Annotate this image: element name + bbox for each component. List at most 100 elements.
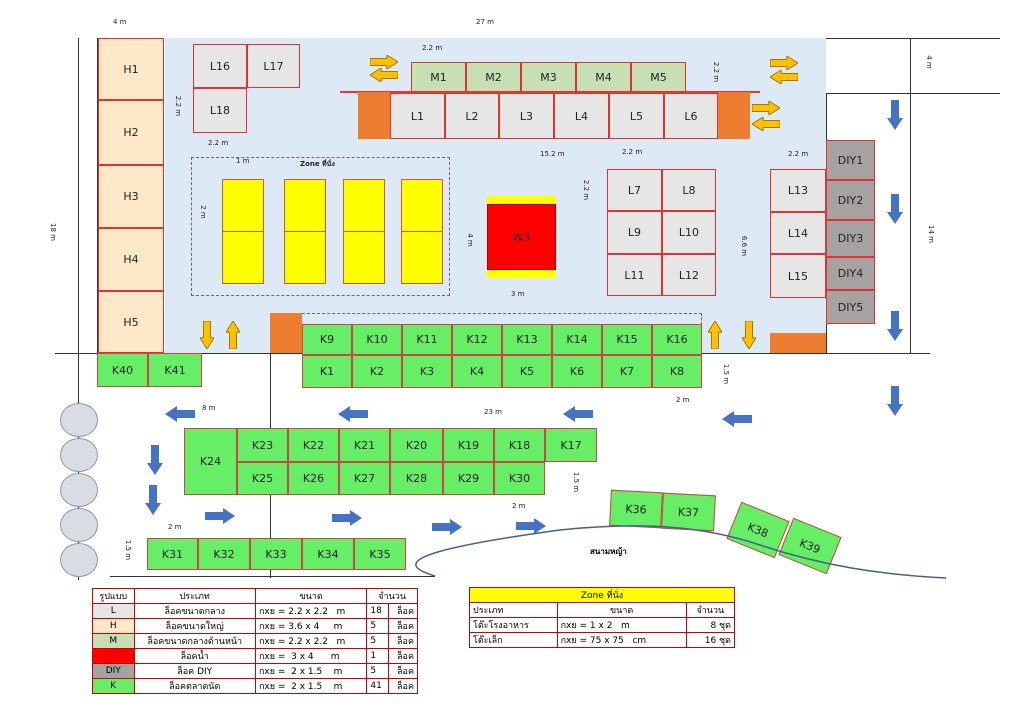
stall-k27[interactable]: K27 bbox=[339, 462, 390, 495]
round-table bbox=[60, 438, 98, 472]
stall-l14[interactable]: L14 bbox=[770, 212, 826, 254]
dimension-label: 1 m bbox=[236, 157, 250, 165]
stall-diy1[interactable]: DIY1 bbox=[826, 140, 875, 180]
stall-k1[interactable]: K1 bbox=[302, 355, 352, 388]
stall-k23[interactable]: K23 bbox=[237, 428, 288, 462]
stall-k16[interactable]: K16 bbox=[652, 324, 702, 355]
stall-h5[interactable]: H5 bbox=[98, 291, 164, 353]
stall-w3[interactable]: W3 bbox=[487, 204, 556, 270]
stall-m1[interactable]: M1 bbox=[411, 62, 466, 92]
stall-l1[interactable]: L1 bbox=[390, 93, 445, 139]
dimension-label: 2.2 m bbox=[422, 44, 443, 52]
stall-k9[interactable]: K9 bbox=[302, 324, 352, 355]
boundary-line bbox=[910, 38, 911, 353]
stall-m5[interactable]: M5 bbox=[631, 62, 686, 92]
zone-table-header: ขนาด bbox=[556, 602, 687, 618]
stall-k26[interactable]: K26 bbox=[288, 462, 339, 495]
stall-h3[interactable]: H3 bbox=[98, 165, 164, 228]
stall-k34[interactable]: K34 bbox=[302, 538, 354, 570]
pillar-block bbox=[718, 92, 750, 139]
stall-h1[interactable]: H1 bbox=[98, 38, 164, 100]
stall-m3[interactable]: M3 bbox=[521, 62, 576, 92]
stall-k20[interactable]: K20 bbox=[390, 428, 443, 462]
stall-l8[interactable]: L8 bbox=[662, 169, 716, 211]
stall-k12[interactable]: K12 bbox=[452, 324, 502, 355]
stall-l2[interactable]: L2 bbox=[445, 93, 499, 139]
stall-l3[interactable]: L3 bbox=[499, 93, 554, 139]
blue-arrow-down-icon bbox=[887, 311, 903, 341]
boundary-line bbox=[78, 38, 79, 580]
stall-l16[interactable]: L16 bbox=[193, 44, 247, 88]
stall-k2[interactable]: K2 bbox=[352, 355, 402, 388]
stall-k8[interactable]: K8 bbox=[652, 355, 702, 388]
stall-k40[interactable]: K40 bbox=[97, 353, 148, 387]
stall-diy3[interactable]: DIY3 bbox=[826, 220, 875, 257]
stall-l11[interactable]: L11 bbox=[607, 254, 662, 296]
stall-diy4[interactable]: DIY4 bbox=[826, 257, 875, 290]
seating-table bbox=[343, 231, 385, 284]
dimension-label: 2 m bbox=[676, 396, 690, 404]
stall-k6[interactable]: K6 bbox=[552, 355, 602, 388]
seating-table bbox=[401, 231, 443, 284]
seating-table bbox=[343, 179, 385, 232]
stall-l12[interactable]: L12 bbox=[662, 254, 716, 296]
stall-k31[interactable]: K31 bbox=[147, 538, 198, 570]
stall-l9[interactable]: L9 bbox=[607, 211, 662, 254]
stall-k21[interactable]: K21 bbox=[339, 428, 390, 462]
legend-size: กxย = 2 x 1.5 m bbox=[254, 678, 368, 694]
legend-count: 1 bbox=[366, 648, 390, 664]
dimension-label: 2.2 m bbox=[208, 139, 229, 147]
orange-arrow-left-icon bbox=[369, 67, 399, 83]
zone-table-header: ประเภท bbox=[469, 602, 558, 618]
stall-k19[interactable]: K19 bbox=[443, 428, 494, 462]
dimension-label: 2 m bbox=[168, 523, 182, 531]
stall-k30[interactable]: K30 bbox=[494, 462, 545, 495]
stall-l5[interactable]: L5 bbox=[609, 93, 664, 139]
stall-k7[interactable]: K7 bbox=[602, 355, 652, 388]
legend-code: W bbox=[92, 648, 135, 664]
stall-k11[interactable]: K11 bbox=[402, 324, 452, 355]
blue-arrow-down-icon bbox=[145, 485, 161, 515]
orange-arrow-left-icon bbox=[751, 116, 781, 132]
stall-k4[interactable]: K4 bbox=[452, 355, 502, 388]
pillar-block bbox=[358, 92, 390, 139]
stall-l10[interactable]: L10 bbox=[662, 211, 716, 254]
stall-h4[interactable]: H4 bbox=[98, 228, 164, 291]
stall-k15[interactable]: K15 bbox=[602, 324, 652, 355]
stall-k25[interactable]: K25 bbox=[237, 462, 288, 495]
stall-k17[interactable]: K17 bbox=[545, 428, 597, 462]
stall-l6[interactable]: L6 bbox=[664, 93, 718, 139]
stall-l15[interactable]: L15 bbox=[770, 254, 826, 298]
stall-l4[interactable]: L4 bbox=[554, 93, 609, 139]
stall-k33[interactable]: K33 bbox=[250, 538, 302, 570]
stall-k14[interactable]: K14 bbox=[552, 324, 602, 355]
stall-k24[interactable]: K24 bbox=[184, 428, 237, 495]
stall-l7[interactable]: L7 bbox=[607, 169, 662, 211]
stall-k10[interactable]: K10 bbox=[352, 324, 402, 355]
stall-l17[interactable]: L17 bbox=[247, 44, 300, 88]
legend-size: กxย = 2.2 x 2.2 m bbox=[254, 603, 368, 619]
stall-h2[interactable]: H2 bbox=[98, 100, 164, 165]
seating-table bbox=[284, 231, 326, 284]
legend-unit: ล็อค bbox=[388, 633, 418, 649]
stall-m4[interactable]: M4 bbox=[576, 62, 631, 92]
stall-k3[interactable]: K3 bbox=[402, 355, 452, 388]
stall-k41[interactable]: K41 bbox=[148, 353, 202, 387]
stall-k18[interactable]: K18 bbox=[494, 428, 545, 462]
legend-type: ล็อคขนาดกลางด้านหน้า bbox=[133, 633, 256, 649]
stall-k28[interactable]: K28 bbox=[390, 462, 443, 495]
legend-code: K bbox=[92, 678, 135, 694]
stall-diy5[interactable]: DIY5 bbox=[826, 290, 875, 324]
orange-arrow-right-icon bbox=[369, 54, 399, 70]
stall-diy2[interactable]: DIY2 bbox=[826, 180, 875, 220]
stall-k29[interactable]: K29 bbox=[443, 462, 494, 495]
stall-m2[interactable]: M2 bbox=[466, 62, 521, 92]
stall-k13[interactable]: K13 bbox=[502, 324, 552, 355]
stall-k35[interactable]: K35 bbox=[354, 538, 406, 570]
stall-k5[interactable]: K5 bbox=[502, 355, 552, 388]
stall-k22[interactable]: K22 bbox=[288, 428, 339, 462]
stall-l18[interactable]: L18 bbox=[193, 88, 247, 133]
stall-k32[interactable]: K32 bbox=[198, 538, 250, 570]
stall-l13[interactable]: L13 bbox=[770, 169, 826, 212]
